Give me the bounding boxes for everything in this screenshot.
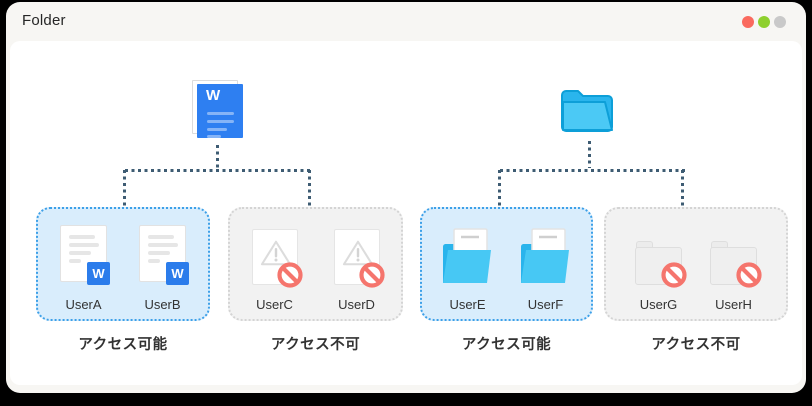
page-front: W: [197, 84, 243, 138]
warning-triangle-icon: [260, 240, 291, 266]
gray-window-button[interactable]: [774, 16, 786, 28]
open-folder-icon: [441, 227, 495, 285]
diagram-canvas: W W Us: [10, 41, 802, 385]
access-caption: アクセス可能: [461, 337, 552, 353]
user-label: UserC: [256, 297, 293, 312]
window-title: Folder: [22, 12, 66, 29]
word-badge-icon: W: [87, 262, 110, 285]
connector-line: [216, 145, 219, 168]
user-label: UserA: [65, 297, 102, 312]
connector-line: [500, 169, 685, 172]
word-document-icon: W: [60, 225, 110, 285]
access-allowed-group-documents: W UserA W UserB: [36, 207, 210, 321]
word-document-icon: W: [192, 80, 243, 139]
window-controls: [742, 16, 786, 28]
red-window-button[interactable]: [742, 16, 754, 28]
user-item: W UserA: [60, 225, 110, 313]
warning-triangle-icon: [342, 240, 373, 266]
no-access-icon: [276, 262, 303, 288]
word-document-icon: W: [139, 225, 189, 285]
access-caption: アクセス可能: [78, 337, 168, 353]
user-item: W UserB: [139, 225, 189, 313]
green-window-button[interactable]: [758, 16, 770, 28]
user-item: UserE: [441, 225, 495, 313]
blocked-folder-icon: [635, 241, 687, 288]
access-denied-group-documents: UserC: [228, 207, 403, 321]
connector-line: [498, 170, 501, 207]
title-bar: Folder: [6, 2, 806, 41]
access-allowed-group-folders: UserE UserF: [420, 207, 593, 321]
blocked-document-icon: [251, 229, 303, 288]
app-window: Folder W: [6, 2, 806, 393]
no-access-icon: [661, 262, 687, 288]
user-item: UserG: [635, 225, 687, 313]
blocked-folder-icon: [710, 241, 762, 288]
user-label: UserE: [449, 297, 486, 312]
connector-line: [308, 170, 311, 207]
user-item: UserC: [251, 225, 303, 313]
user-item: UserH: [710, 225, 762, 313]
user-label: UserF: [527, 297, 564, 312]
user-item: UserD: [333, 225, 385, 313]
blocked-document-icon: [333, 229, 385, 288]
user-label: UserG: [639, 297, 678, 312]
connector-line: [125, 169, 313, 172]
connector-line: [681, 170, 684, 207]
access-caption: アクセス不可: [270, 337, 361, 353]
user-label: UserB: [144, 297, 181, 312]
no-access-icon: [358, 262, 385, 288]
connector-line: [123, 170, 126, 207]
no-access-icon: [736, 262, 762, 288]
user-item: UserF: [519, 225, 573, 313]
access-caption: アクセス不可: [651, 337, 741, 353]
word-badge-icon: W: [166, 262, 189, 285]
open-folder-icon: [519, 227, 573, 285]
word-letter: W: [206, 87, 221, 104]
folder-icon: [561, 90, 613, 132]
user-label: UserH: [715, 297, 752, 312]
user-label: UserD: [338, 297, 375, 312]
connector-line: [588, 141, 591, 168]
access-denied-group-folders: UserG UserH: [604, 207, 788, 321]
